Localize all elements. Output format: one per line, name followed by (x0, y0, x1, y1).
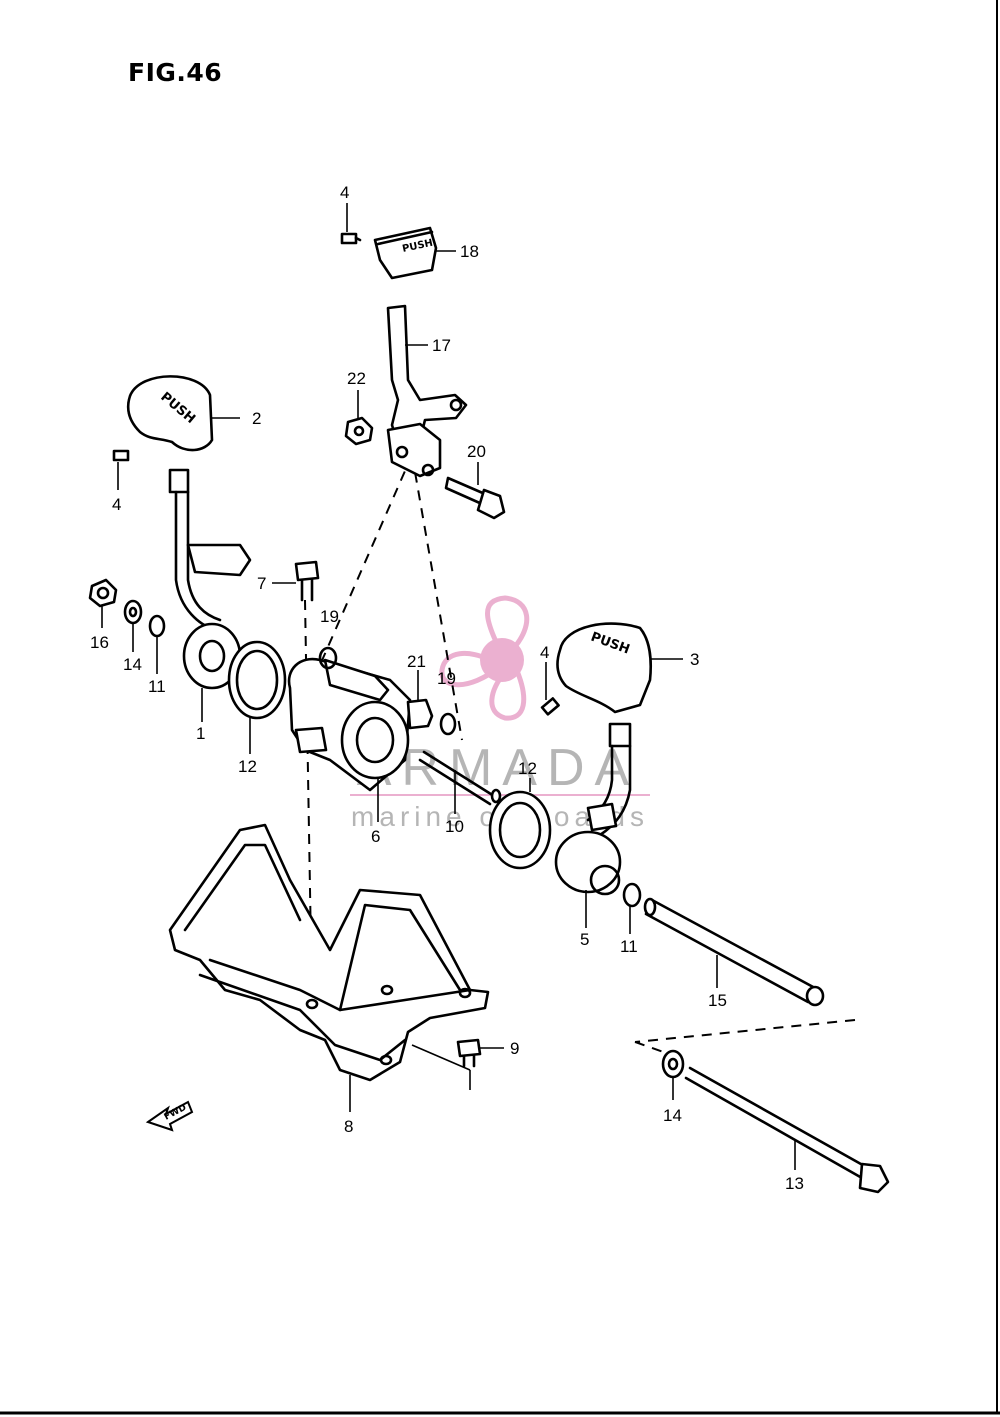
callout-7: 7 (257, 574, 266, 593)
callout-12: 12 (238, 757, 257, 776)
part-22-nut (344, 416, 374, 446)
callout-1: 1 (196, 724, 205, 743)
callout-3: 3 (690, 650, 699, 669)
part-4-screw-right (540, 697, 560, 716)
part-1-shift-lever (168, 468, 252, 690)
part-4-screw-left (112, 449, 130, 462)
callout-22: 22 (347, 369, 366, 388)
callout-4: 4 (112, 495, 121, 514)
callout-12: 12 (518, 759, 537, 778)
callout-11: 11 (148, 677, 166, 696)
part-9-bolt (456, 1038, 482, 1068)
part-11-oring-left (148, 614, 166, 638)
figure-title: FIG.46 (128, 58, 223, 87)
part-19-oring-left (318, 646, 338, 670)
callout-10: 10 (445, 817, 464, 836)
part-14-washer-left (123, 599, 143, 625)
part-3-knob: PUSH (556, 622, 652, 714)
callout-17: 17 (432, 336, 451, 355)
callout-20: 20 (467, 442, 486, 461)
callout-11: 11 (620, 937, 638, 956)
part-14-washer-right (661, 1049, 685, 1079)
watermark-propeller-icon (480, 638, 524, 682)
callout-15: 15 (708, 991, 727, 1010)
part-7-bolt (294, 560, 320, 602)
fwd-arrow-icon: FWD (145, 1100, 194, 1132)
leader-lines (101, 203, 796, 1170)
part-6-housing (287, 657, 412, 792)
callout-21: 21 (407, 652, 426, 671)
callout-2: 2 (252, 409, 261, 428)
part-15-shaft (643, 897, 825, 1007)
part-16-nut (88, 578, 118, 608)
part-2-knob: PUSH (126, 375, 214, 452)
callout-8: 8 (344, 1117, 353, 1136)
callout-labels: 4 18 17 22 2 4 20 7 19 16 14 11 1 12 21 … (90, 183, 804, 1193)
callout-14: 14 (663, 1106, 682, 1125)
part-5-shift-lever (554, 722, 632, 896)
part-8-bracket (168, 823, 490, 1082)
part-12-seal-left (227, 640, 287, 720)
part-11-oring-right (622, 882, 642, 908)
callout-19: 19 (437, 669, 456, 688)
part-20-bolt (444, 476, 506, 520)
callout-13: 13 (785, 1174, 804, 1193)
callout-4: 4 (340, 183, 349, 202)
callout-9: 9 (510, 1039, 519, 1058)
callout-5: 5 (580, 930, 589, 949)
part-19-oring-right (439, 712, 457, 736)
callout-16: 16 (90, 633, 109, 652)
callout-18: 18 (460, 242, 479, 261)
part-13-long-bolt (684, 1066, 890, 1194)
callout-6: 6 (371, 827, 380, 846)
assembly-dash-lines (304, 454, 856, 1090)
part-18-cap: PUSH (373, 226, 438, 280)
part-21-fitting (406, 698, 434, 730)
part-17-lever (386, 304, 468, 478)
callout-19: 19 (320, 607, 339, 626)
callout-14: 14 (123, 655, 142, 674)
part-4-screw-top (340, 232, 362, 245)
callout-4: 4 (540, 643, 549, 662)
part-12-seal-right (488, 790, 552, 870)
